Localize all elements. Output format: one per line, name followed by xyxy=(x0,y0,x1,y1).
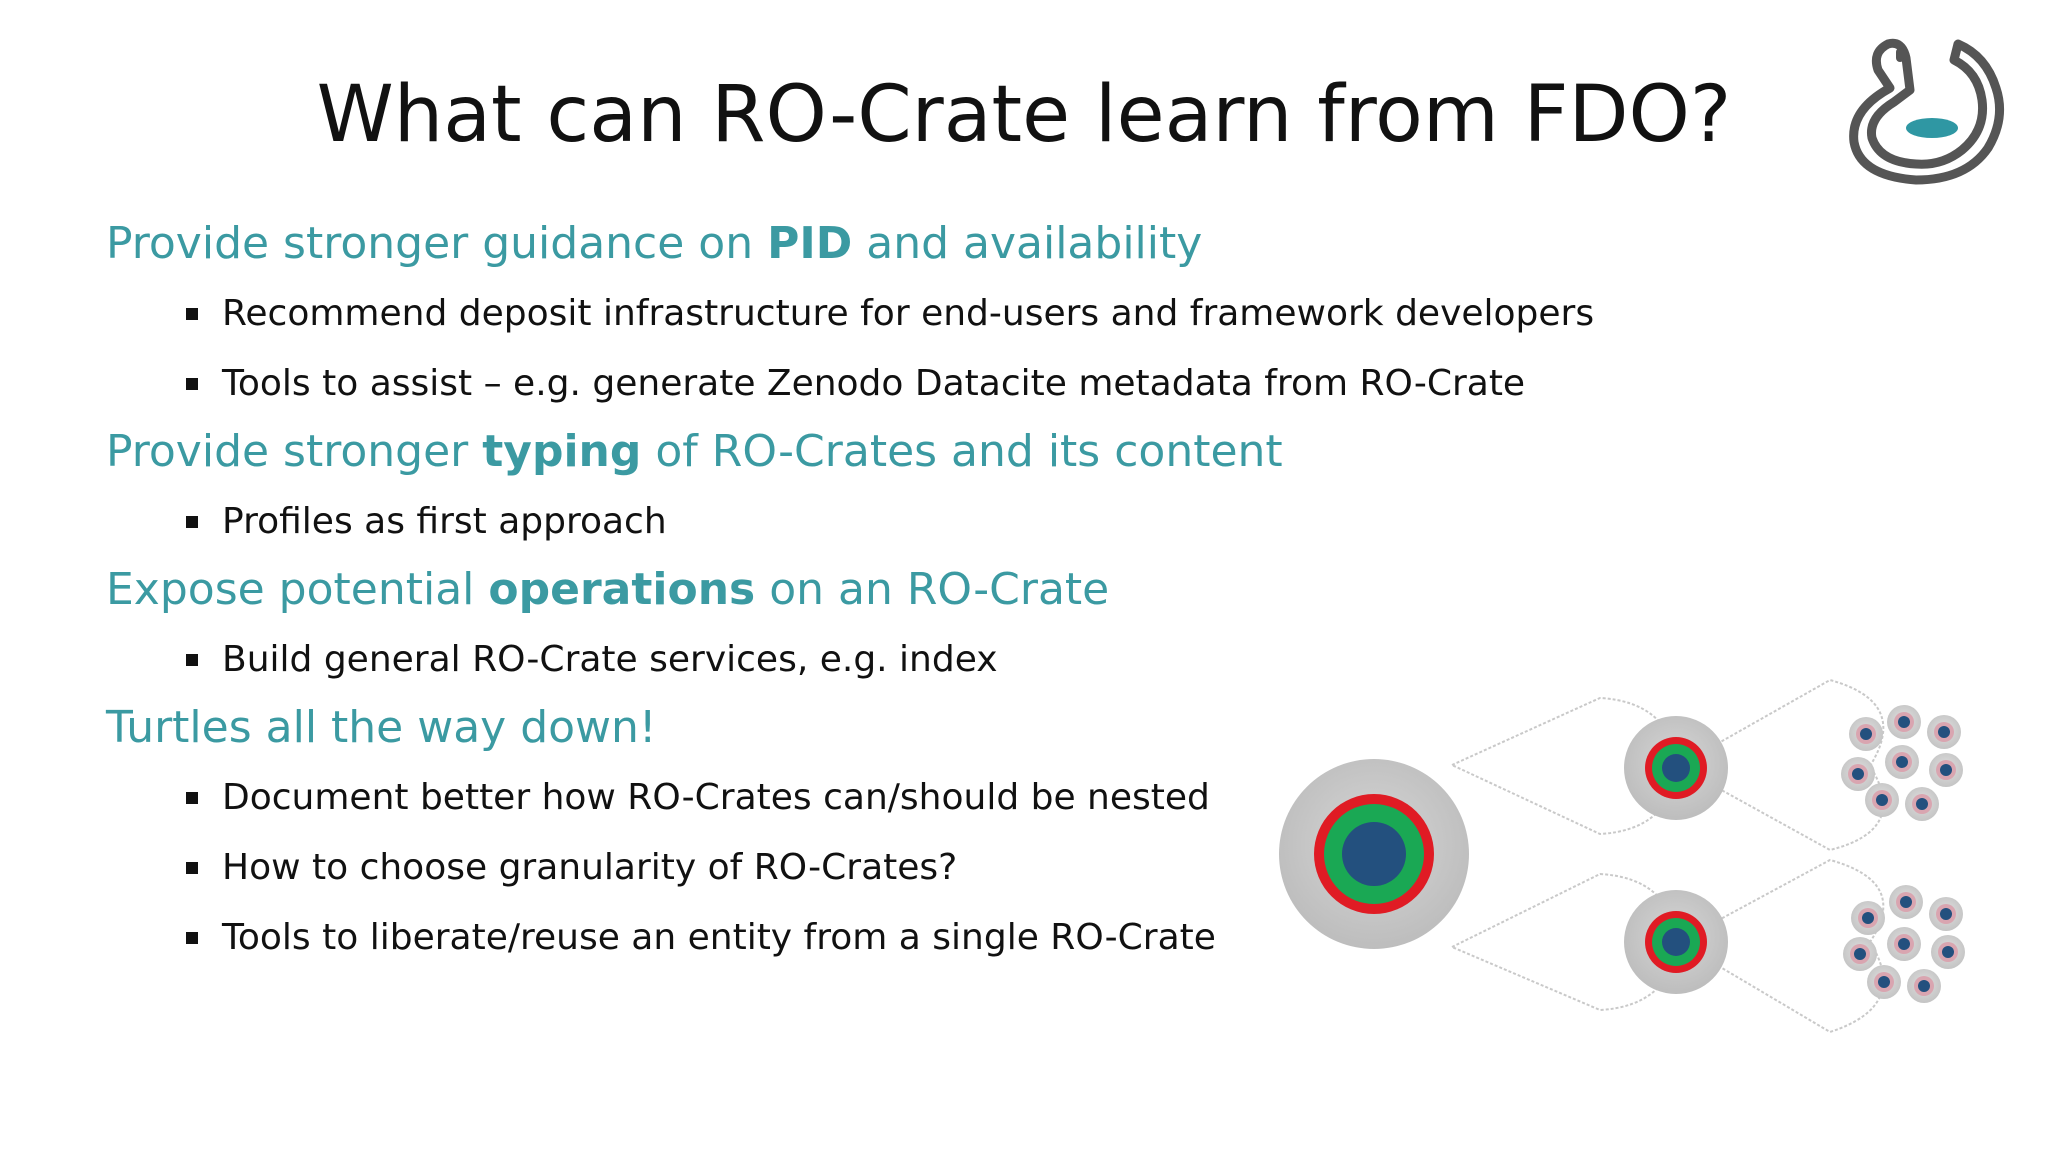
bullet-square-icon xyxy=(186,308,198,320)
bullet-list: Recommend deposit infrastructure for end… xyxy=(106,296,1594,404)
bullet-text: Tools to assist – e.g. generate Zenodo D… xyxy=(222,363,1526,404)
flask-logo-icon xyxy=(1849,38,2005,185)
nested-crates-illustration xyxy=(1279,678,1965,1034)
heading-text: Provide stronger xyxy=(106,426,483,477)
bullet-item: How to choose granularity of RO-Crates? xyxy=(106,850,1306,888)
bullet-square-icon xyxy=(186,862,198,874)
heading-keyword: typing xyxy=(482,426,642,477)
medium-crate-icon xyxy=(1624,890,1728,994)
section-turtles: Turtles all the way down! Document bette… xyxy=(106,706,1306,958)
bullet-square-icon xyxy=(186,792,198,804)
section-typing: Provide stronger typing of RO-Crates and… xyxy=(106,430,1306,542)
bullet-list: Document better how RO-Crates can/should… xyxy=(106,780,1306,958)
bullet-text: Tools to liberate/reuse an entity from a… xyxy=(222,917,1216,958)
bullet-square-icon xyxy=(186,378,198,390)
medium-crate-icon xyxy=(1624,716,1728,820)
bullet-item: Profiles as first approach xyxy=(106,504,1306,542)
bullet-item: Document better how RO-Crates can/should… xyxy=(106,780,1306,818)
bullet-text: Build general RO-Crate services, e.g. in… xyxy=(222,639,998,680)
bullet-item: Recommend deposit infrastructure for end… xyxy=(106,296,1594,334)
bullet-text: Profiles as first approach xyxy=(222,501,667,542)
section-heading: Turtles all the way down! xyxy=(106,706,1306,752)
bullet-list: Profiles as first approach xyxy=(106,504,1306,542)
slide-title: What can RO-Crate learn from FDO? xyxy=(316,70,1732,160)
heading-text: and availability xyxy=(852,218,1203,269)
heading-text: on an RO-Crate xyxy=(755,564,1110,615)
bullet-square-icon xyxy=(186,516,198,528)
bullet-item: Tools to liberate/reuse an entity from a… xyxy=(106,920,1306,958)
heading-keyword: PID xyxy=(767,218,853,269)
heading-text: Turtles all the way down! xyxy=(106,702,657,753)
section-pid: Provide stronger guidance on PID and ava… xyxy=(106,222,1594,404)
heading-text: of RO-Crates and its content xyxy=(641,426,1283,477)
section-heading: Expose potential operations on an RO-Cra… xyxy=(106,568,1306,614)
section-operations: Expose potential operations on an RO-Cra… xyxy=(106,568,1306,680)
bullet-text: Document better how RO-Crates can/should… xyxy=(222,777,1210,818)
section-heading: Provide stronger typing of RO-Crates and… xyxy=(106,430,1306,476)
heading-text: Expose potential xyxy=(106,564,489,615)
bullet-text: How to choose granularity of RO-Crates? xyxy=(222,847,958,888)
bullet-square-icon xyxy=(186,654,198,666)
bullet-item: Tools to assist – e.g. generate Zenodo D… xyxy=(106,366,1525,404)
slide-content: Provide stronger guidance on PID and ava… xyxy=(106,222,1594,984)
bullet-square-icon xyxy=(186,932,198,944)
bullet-text: Recommend deposit infrastructure for end… xyxy=(222,293,1595,334)
large-crate-icon xyxy=(1279,759,1469,949)
bullet-item: Build general RO-Crate services, e.g. in… xyxy=(106,642,1306,680)
small-crates-cluster xyxy=(1843,885,1965,1003)
small-crates-cluster xyxy=(1841,705,1963,821)
heading-text: Provide stronger guidance on xyxy=(106,218,768,269)
section-heading: Provide stronger guidance on PID and ava… xyxy=(106,222,1306,268)
heading-keyword: operations xyxy=(488,564,756,615)
bullet-list: Build general RO-Crate services, e.g. in… xyxy=(106,642,1306,680)
